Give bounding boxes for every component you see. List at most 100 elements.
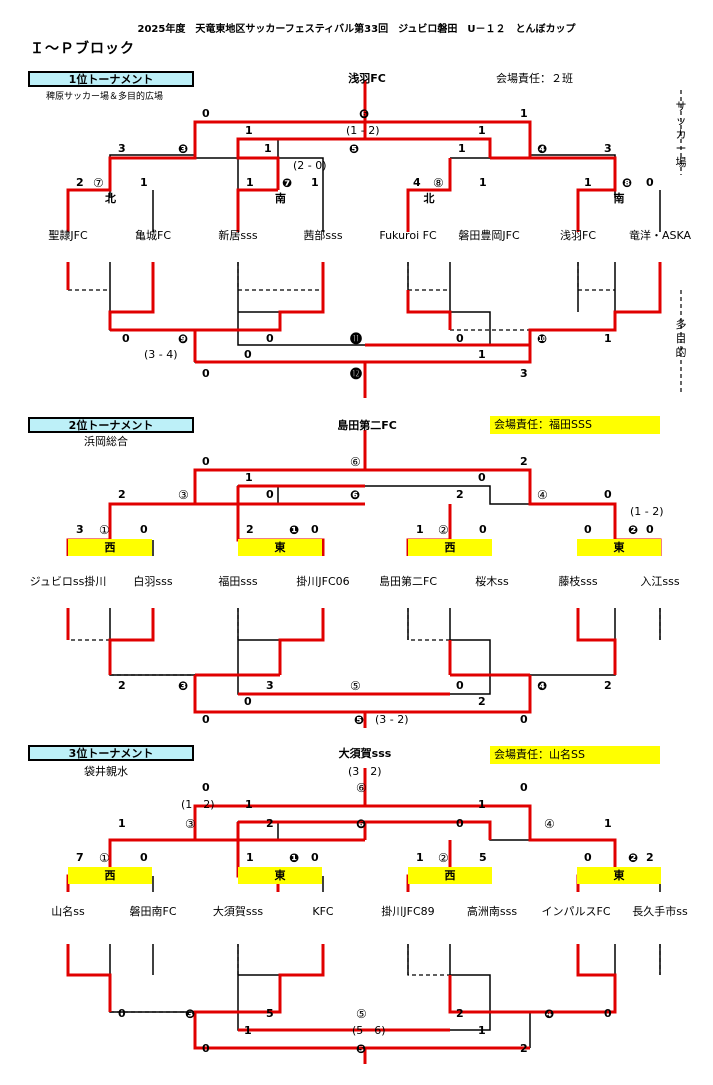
match-number: ❷	[628, 851, 639, 865]
group-label: 北	[423, 192, 435, 205]
team-name: 長久手市ss	[632, 905, 688, 918]
tournament-1-tab: 1位トーナメント	[28, 71, 194, 87]
side-label-soccer: サッカー場	[675, 100, 687, 169]
pk-score: (3 2)	[348, 765, 382, 778]
score: 2	[118, 679, 126, 692]
t2-venue: 浜岡総合	[84, 435, 128, 448]
group-label: 東	[238, 867, 322, 884]
score: 0	[604, 488, 612, 501]
team-name: 掛川JFC06	[296, 575, 350, 588]
score: 0	[140, 851, 148, 864]
match-number: ❹	[537, 679, 548, 693]
t3-charge: 会場責任：山名SS	[490, 746, 660, 764]
score: 1	[520, 107, 528, 120]
score: 0	[479, 523, 487, 536]
score: 1	[478, 348, 486, 361]
group-label: 北	[105, 192, 116, 205]
score: 2	[478, 695, 486, 708]
side-label-multi: 多目的	[675, 318, 687, 359]
group-label: 西	[68, 867, 152, 884]
score: 1	[604, 817, 612, 830]
match-number: ⑧	[433, 176, 444, 190]
score: 2	[456, 1007, 464, 1020]
team-name: 浅羽FC	[559, 229, 597, 242]
tournament-3-tab: 3位トーナメント	[28, 745, 194, 761]
match-number: ④	[537, 488, 548, 502]
t3-winner: 大須賀sss	[338, 747, 392, 760]
pk-score: (1 - 2)	[346, 124, 380, 137]
group-label: 東	[238, 539, 322, 556]
score: 2	[76, 176, 84, 189]
score: 2	[456, 488, 464, 501]
pk-score: (3 - 2)	[375, 713, 409, 726]
match-number: ❽	[622, 176, 633, 190]
match-number: ③	[178, 488, 189, 502]
score: 0	[122, 332, 130, 345]
match-number: ②	[438, 851, 449, 865]
score: 1	[478, 124, 486, 137]
score: 1	[246, 176, 254, 189]
match-number: ❶	[289, 523, 300, 537]
match-number: ⓫	[350, 332, 363, 346]
match-number: ⑤	[356, 1007, 367, 1021]
match-number: ❹	[544, 1007, 555, 1021]
score: 3	[266, 679, 274, 692]
group-label: 南	[275, 192, 286, 205]
score: 2	[646, 851, 654, 864]
team-name: 聖隷JFC	[48, 229, 88, 242]
pk-score: (3 - 4)	[144, 348, 178, 361]
match-number: ❻	[356, 817, 367, 831]
score: 0	[202, 781, 210, 794]
score: 2	[604, 679, 612, 692]
team-name: KFC	[312, 905, 334, 918]
group-label: 西	[408, 539, 492, 556]
score: 1	[416, 523, 424, 536]
team-name: 桜木ss	[475, 575, 509, 588]
score: 0	[202, 1042, 210, 1055]
t1-venue: 稗原サッカー場＆多目的広場	[46, 92, 164, 102]
match-number: ⑦	[93, 176, 104, 190]
score: 0	[202, 367, 210, 380]
team-name: インパルスFC	[541, 905, 611, 918]
group-label: 西	[68, 539, 152, 556]
score: 2	[520, 455, 528, 468]
score: 2	[520, 1042, 528, 1055]
match-number: ❿	[537, 332, 548, 346]
t1-winner: 浅羽FC	[348, 72, 386, 85]
pk-score: (1 2)	[181, 798, 215, 811]
score: 0	[202, 107, 210, 120]
team-name: Fukuroi FC	[379, 229, 437, 242]
score: 0	[456, 679, 464, 692]
score: 1	[416, 851, 424, 864]
score: 2	[246, 523, 254, 536]
team-name: 掛川JFC89	[381, 905, 435, 918]
score: 2	[266, 817, 274, 830]
score: 7	[76, 851, 84, 864]
team-name: 磐田南FC	[129, 905, 177, 918]
team-name: 亀城FC	[134, 229, 172, 242]
pk-score: (5 6)	[352, 1024, 386, 1037]
block-label: Ｉ～Ｐブロック	[30, 41, 135, 57]
pk-score: (2 - 0)	[293, 159, 327, 172]
score: 0	[311, 851, 319, 864]
match-number: ❸	[178, 679, 189, 693]
group-label: 西	[408, 867, 492, 884]
page-title: 2025年度 天竜東地区サッカーフェスティバル第33回 ジュビロ磐田 U－１２ …	[137, 24, 576, 35]
score: 1	[479, 176, 487, 189]
score: 5	[266, 1007, 274, 1020]
score: 2	[118, 488, 126, 501]
match-number: ⑥	[350, 455, 361, 469]
match-number: ❾	[178, 332, 189, 346]
match-number: ❻	[359, 107, 370, 121]
score: 3	[520, 367, 528, 380]
t1-charge: 会場責任：２班	[496, 72, 573, 85]
match-number: ❺	[354, 713, 365, 727]
score: 1	[140, 176, 148, 189]
team-name: 新居sss	[218, 229, 258, 242]
score: 1	[311, 176, 319, 189]
score: 1	[264, 142, 272, 155]
match-number: ❺	[349, 142, 360, 156]
score: 3	[76, 523, 84, 536]
group-label: 東	[577, 867, 661, 884]
